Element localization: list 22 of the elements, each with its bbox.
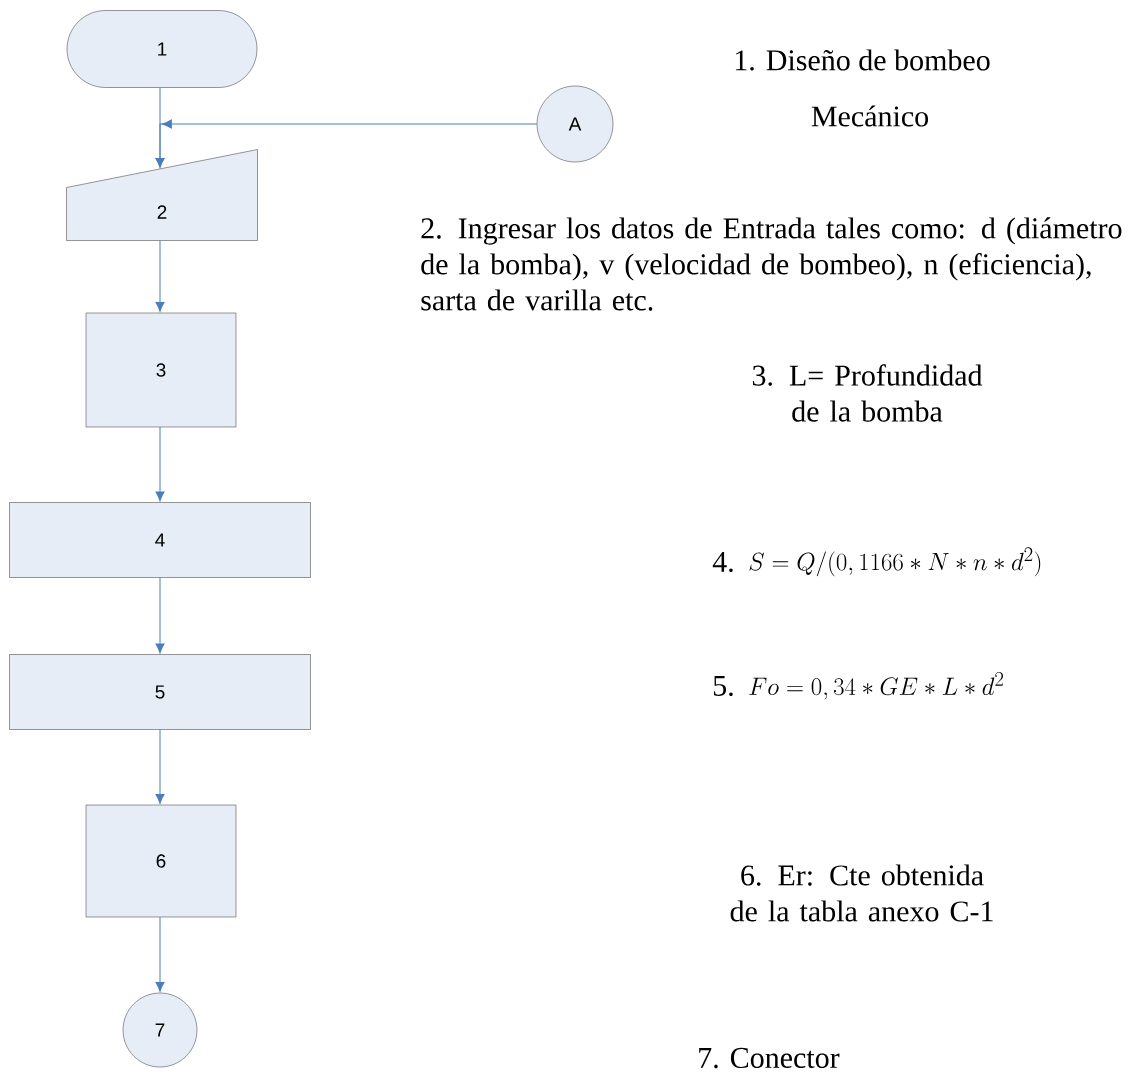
- arrow: [155, 729, 165, 804]
- note-text: 6. Er: Cte obtenida de la tabla anexo C-1: [730, 864, 993, 922]
- process-box: 6: [85, 804, 237, 918]
- note-text: 1. Diseño de bombeo: [735, 49, 990, 71]
- note-text: 4.: [712, 551, 733, 573]
- arrow: [155, 916, 165, 992]
- formula: $S = Q/(0,1166 * N * n * d^{2})$: [749, 547, 1041, 577]
- note-text: 3. L= Profundidad de la bomba: [752, 364, 983, 422]
- arrow: [155, 119, 538, 168]
- arrow: [155, 577, 165, 654]
- arrow: [155, 240, 165, 312]
- note-text: 5.: [713, 675, 733, 697]
- note-text: Mecánico: [811, 105, 929, 127]
- note-text: 7. Conector: [699, 1047, 840, 1069]
- terminal-box: 1: [66, 10, 258, 88]
- input-box: 2: [66, 149, 258, 241]
- process-box: 3: [85, 312, 237, 428]
- formula: $Fo = 0,34 * GE * L * d^{2}$: [749, 672, 1004, 700]
- arrow: [155, 426, 165, 502]
- process-box: 5: [9, 654, 311, 730]
- process-box: 4: [9, 502, 311, 578]
- note-text: 2. Ingresar los datos de Entrada tales como: d (diámetro de la bomba), v (velocidad de bombeo), n (eficiencia), sarta de varilla etc.: [421, 217, 1122, 311]
